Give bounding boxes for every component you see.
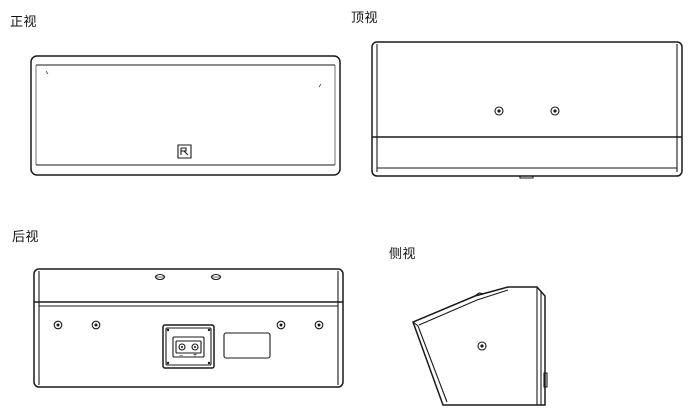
side-view [413, 287, 547, 405]
grille-corner-mark-left [46, 71, 48, 74]
terminal-minus-label: − [178, 352, 183, 359]
front-view [31, 56, 340, 175]
input-terminal-panel: − + [163, 325, 214, 368]
rear-view-label: 后视 [12, 230, 40, 245]
side-top-bevel-edge [419, 290, 508, 325]
rear-view: − + [34, 269, 343, 387]
logo-badge [178, 145, 191, 158]
side-top-lip [475, 293, 484, 296]
terminal-plus-label: + [192, 352, 197, 359]
grille-corner-mark-right [319, 84, 321, 87]
side-view-label: 侧视 [389, 247, 417, 262]
side-rear-tab [544, 373, 547, 387]
top-outer-frame [372, 42, 682, 176]
top-bottom-tab [520, 176, 533, 178]
top-view-label: 顶视 [351, 11, 379, 26]
front-outer-frame [31, 56, 340, 175]
top-view [372, 42, 682, 178]
rear-nameplate-recess [224, 333, 270, 358]
rear-outer-frame [34, 269, 343, 387]
side-front-edge-line [413, 322, 447, 402]
front-view-label: 正视 [10, 15, 38, 30]
side-outer-profile [413, 287, 545, 405]
